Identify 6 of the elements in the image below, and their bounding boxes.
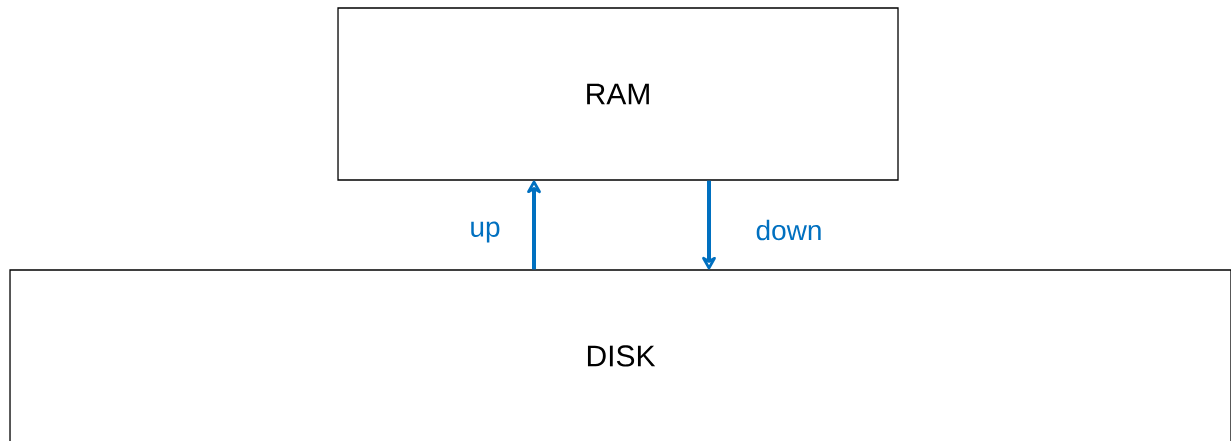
process-box: DISK bbox=[9, 269, 1231, 441]
edge-label: up bbox=[471, 221, 500, 243]
arrow bbox=[527, 180, 541, 270]
arrow bbox=[702, 180, 716, 270]
process-box: RAM bbox=[337, 7, 899, 181]
edge-label: down bbox=[756, 219, 821, 241]
